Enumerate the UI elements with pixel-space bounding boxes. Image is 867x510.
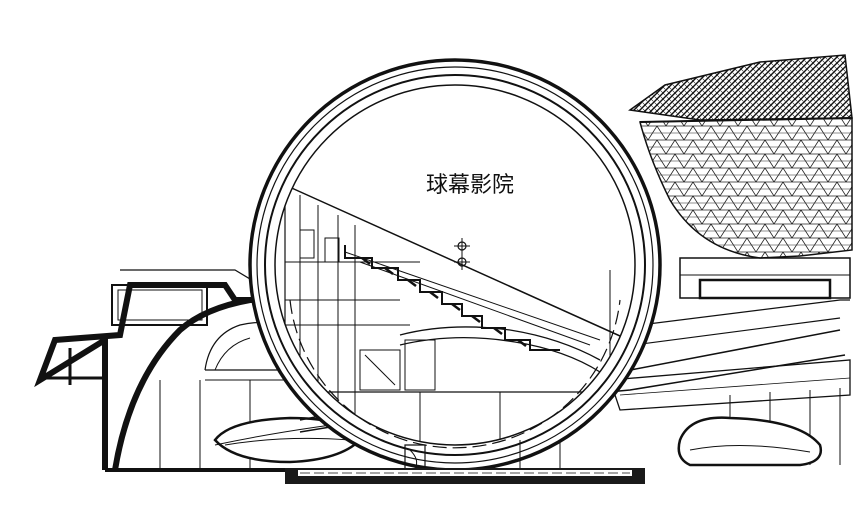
foundation (285, 440, 645, 484)
right-roof-structure (628, 54, 853, 259)
dome-label: 球幕影院 (426, 173, 514, 198)
projector-mark (454, 238, 470, 270)
right-building-body (579, 257, 851, 467)
dome-theatre: 球幕影院 (248, 58, 662, 472)
left-building (34, 269, 362, 472)
